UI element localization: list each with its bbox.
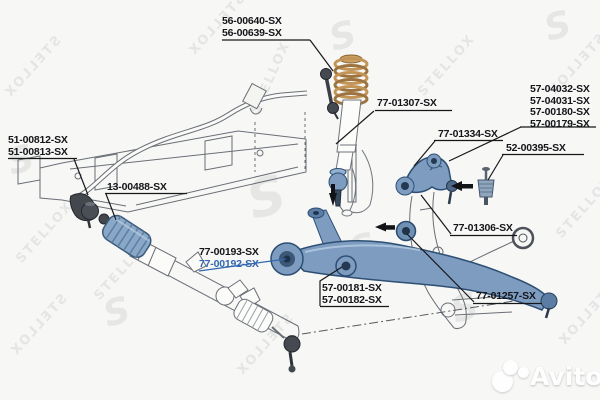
part-label-shock: 77-01307-SX	[377, 97, 437, 110]
part-number: 77-01306-SX	[453, 222, 513, 234]
subframe-line-art	[17, 106, 357, 213]
part-number: 13-00488-SX	[107, 181, 167, 193]
part-number: 56-00639-SX	[222, 26, 282, 39]
part-label-bellows: 13-00488-SX	[107, 181, 167, 194]
pointer-arrows	[329, 181, 473, 232]
part-number-link[interactable]: 77-00192-SX	[199, 257, 259, 270]
part-number: 77-01334-SX	[438, 128, 498, 140]
part-number: 51-00813-SX	[8, 145, 68, 158]
strut-spring-part	[332, 54, 374, 217]
tie-rod-end-part	[69, 193, 110, 229]
part-number: 77-01307-SX	[377, 97, 437, 109]
part-number: 77-00193-SX	[199, 246, 259, 258]
part-number: 57-00180-SX	[530, 106, 590, 118]
part-label-mount-pair: 57-00181-SX 57-00182-SX	[322, 282, 382, 306]
ball-pin-boot-part	[477, 167, 495, 205]
leader-lines	[8, 39, 596, 308]
part-label-rack: 77-00193-SX 77-00192-SX	[199, 246, 259, 270]
part-number: 57-04032-SX	[530, 83, 590, 95]
steering-knuckle-line-art	[409, 191, 535, 329]
part-number: 57-00179-SX	[530, 117, 590, 130]
part-number: 56-00640-SX	[222, 15, 282, 27]
part-number: 57-00182-SX	[322, 293, 382, 306]
part-label-bushing-lower: 77-01257-SX	[476, 290, 536, 303]
part-number: 57-00181-SX	[322, 282, 382, 294]
part-number: 57-04031-SX	[530, 94, 590, 107]
stabilizer-bar-line-art	[71, 82, 308, 202]
arm-bushing-part	[335, 255, 357, 277]
upper-control-arm-part	[395, 153, 458, 205]
part-label-right-stack: 57-04032-SX 57-04031-SX 57-00180-SX 57-0…	[530, 83, 590, 130]
part-number: 51-00812-SX	[8, 134, 68, 146]
lower-control-arm-part	[270, 207, 558, 319]
part-label-upper-arm: 77-01334-SX	[438, 128, 498, 141]
part-label-stabilizer-link: 56-00640-SX 56-00639-SX	[222, 15, 282, 39]
part-number: 52-00395-SX	[506, 142, 566, 154]
rack-mount-bushing-part	[395, 220, 417, 242]
stabilizer-link-part	[320, 68, 339, 120]
steering-bellows-part	[101, 214, 152, 259]
part-number: 77-01257-SX	[476, 290, 536, 302]
part-label-tie-rod-end: 51-00812-SX 51-00813-SX	[8, 134, 68, 158]
part-label-ball-pin: 52-00395-SX	[506, 142, 566, 155]
part-label-bushing-upper: 77-01306-SX	[453, 222, 513, 235]
